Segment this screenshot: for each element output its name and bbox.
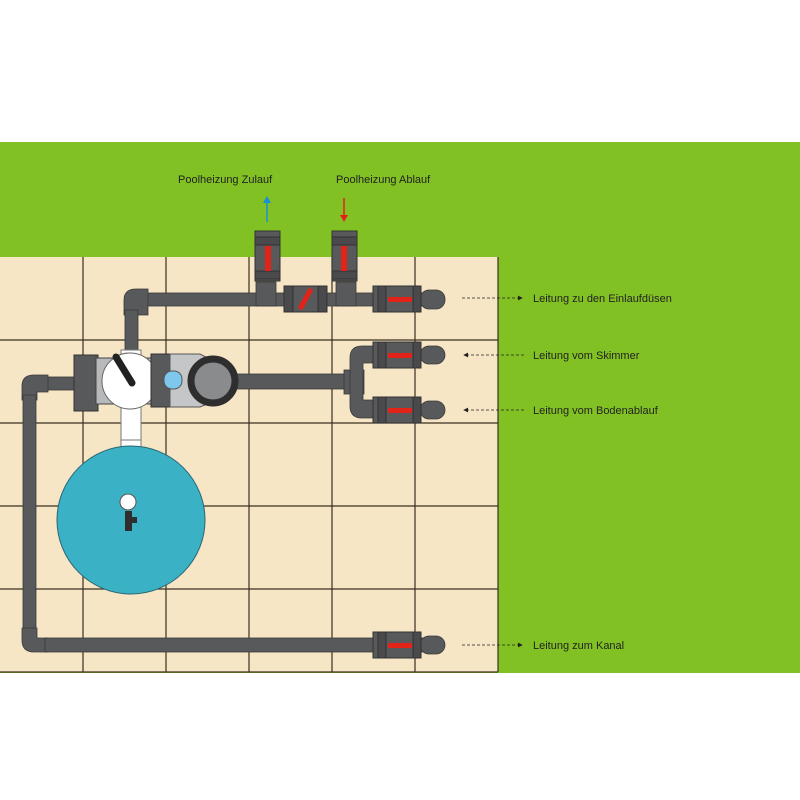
pipes	[21, 281, 446, 655]
pipe-waste-left-v	[22, 394, 37, 636]
elbow-bottom-left	[21, 627, 49, 653]
valve-floor-drain[interactable]	[372, 396, 422, 424]
pipe-end-top	[419, 289, 446, 310]
valve-sewer[interactable]	[372, 631, 422, 659]
pipe-waste-bottom	[44, 637, 426, 653]
tee-heater-out	[335, 281, 357, 307]
pipe-end-skimmer	[419, 345, 446, 365]
label-sewer: Leitung zum Kanal	[533, 640, 624, 652]
sand-filter	[56, 439, 206, 595]
elbow-left	[21, 374, 49, 401]
pipe-pump-out	[229, 373, 356, 390]
pipe-end-floor	[419, 400, 446, 420]
valve-heater-inlet[interactable]	[254, 230, 281, 282]
elbow-top-left	[123, 288, 149, 316]
valve-lever	[112, 353, 136, 387]
multiport-valve[interactable]	[73, 349, 165, 446]
label-inlet-nozzles: Leitung zu den Einlaufdüsen	[533, 293, 672, 305]
valve-heater-outlet[interactable]	[331, 230, 358, 282]
valve-inlet-nozzles[interactable]	[372, 285, 422, 313]
label-floor-drain: Leitung vom Bodenablauf	[533, 405, 659, 417]
valve-skimmer[interactable]	[372, 341, 422, 369]
tee-heater-in	[255, 281, 277, 307]
check-valve	[283, 285, 328, 313]
label-heater-outlet: Poolheizung Ablauf	[336, 174, 431, 186]
pipe-end-sewer	[419, 635, 446, 655]
label-heater-inlet: Poolheizung Zulauf	[178, 174, 273, 186]
label-skimmer: Leitung vom Skimmer	[533, 350, 640, 362]
pump[interactable]	[150, 353, 239, 408]
pressure-gauge-icon	[119, 493, 137, 511]
